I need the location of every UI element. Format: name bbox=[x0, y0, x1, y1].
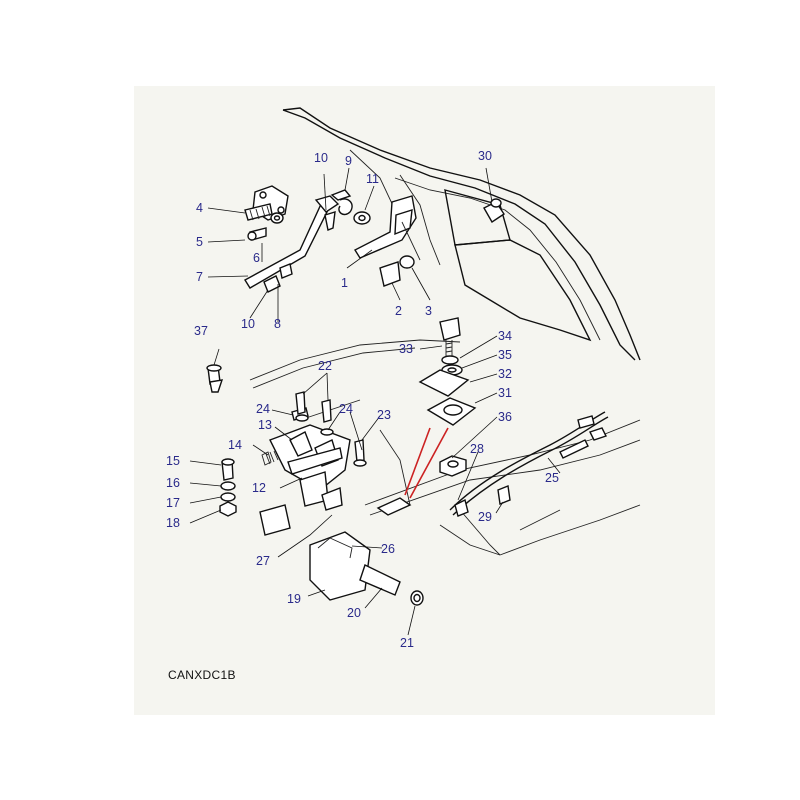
callout-labels: 1 2 3 4 5 6 7 8 9 10 10 11 12 13 14 15 1… bbox=[166, 149, 559, 650]
callout-2: 2 bbox=[395, 304, 402, 318]
clip bbox=[206, 364, 224, 393]
callout-24-right: 24 bbox=[339, 402, 353, 416]
callout-13: 13 bbox=[258, 418, 272, 432]
lock-assembly bbox=[261, 391, 367, 511]
callout-4: 4 bbox=[196, 201, 203, 215]
nut bbox=[439, 455, 467, 477]
callout-6: 6 bbox=[253, 251, 260, 265]
callout-28: 28 bbox=[470, 442, 484, 456]
callout-10-bottom: 10 bbox=[241, 317, 255, 331]
callout-1: 1 bbox=[341, 276, 348, 290]
diagram-frame bbox=[134, 86, 715, 715]
release-cable bbox=[449, 411, 609, 517]
leader-lines bbox=[189, 167, 561, 636]
hinge-bracket bbox=[354, 195, 421, 287]
diagram-code: CANXDC1B bbox=[168, 668, 236, 682]
release-handle bbox=[259, 504, 424, 606]
bump-stop bbox=[483, 198, 505, 223]
callout-9: 9 bbox=[345, 154, 352, 168]
stay-clips bbox=[330, 189, 371, 225]
callout-32: 32 bbox=[498, 367, 512, 381]
callout-3: 3 bbox=[425, 304, 432, 318]
striker-assembly bbox=[418, 317, 477, 426]
callout-7: 7 bbox=[196, 270, 203, 284]
callout-16: 16 bbox=[166, 476, 180, 490]
callout-25: 25 bbox=[545, 471, 559, 485]
hinge-assembly bbox=[244, 185, 340, 293]
callout-33: 33 bbox=[399, 342, 413, 356]
callout-22: 22 bbox=[318, 359, 332, 373]
callout-17: 17 bbox=[166, 496, 180, 510]
callout-36: 36 bbox=[498, 410, 512, 424]
callout-20: 20 bbox=[347, 606, 361, 620]
callout-30: 30 bbox=[478, 149, 492, 163]
highlight-lines bbox=[376, 427, 449, 516]
bonnet-panel bbox=[282, 107, 641, 361]
callout-29: 29 bbox=[478, 510, 492, 524]
callout-37: 37 bbox=[194, 324, 208, 338]
callout-27: 27 bbox=[256, 554, 270, 568]
callout-5: 5 bbox=[196, 235, 203, 249]
callout-10-top: 10 bbox=[314, 151, 328, 165]
callout-18: 18 bbox=[166, 516, 180, 530]
callout-23: 23 bbox=[377, 408, 391, 422]
callout-14: 14 bbox=[228, 438, 242, 452]
callout-24-left: 24 bbox=[256, 402, 270, 416]
callout-34: 34 bbox=[498, 329, 512, 343]
callout-35: 35 bbox=[498, 348, 512, 362]
callout-31: 31 bbox=[498, 386, 512, 400]
callout-19: 19 bbox=[287, 592, 301, 606]
callout-11: 11 bbox=[366, 172, 379, 186]
fasteners-left bbox=[219, 458, 237, 517]
callout-8: 8 bbox=[274, 317, 281, 331]
callout-15: 15 bbox=[166, 454, 180, 468]
callout-21: 21 bbox=[400, 636, 414, 650]
callout-26: 26 bbox=[381, 542, 395, 556]
callout-12: 12 bbox=[252, 481, 266, 495]
